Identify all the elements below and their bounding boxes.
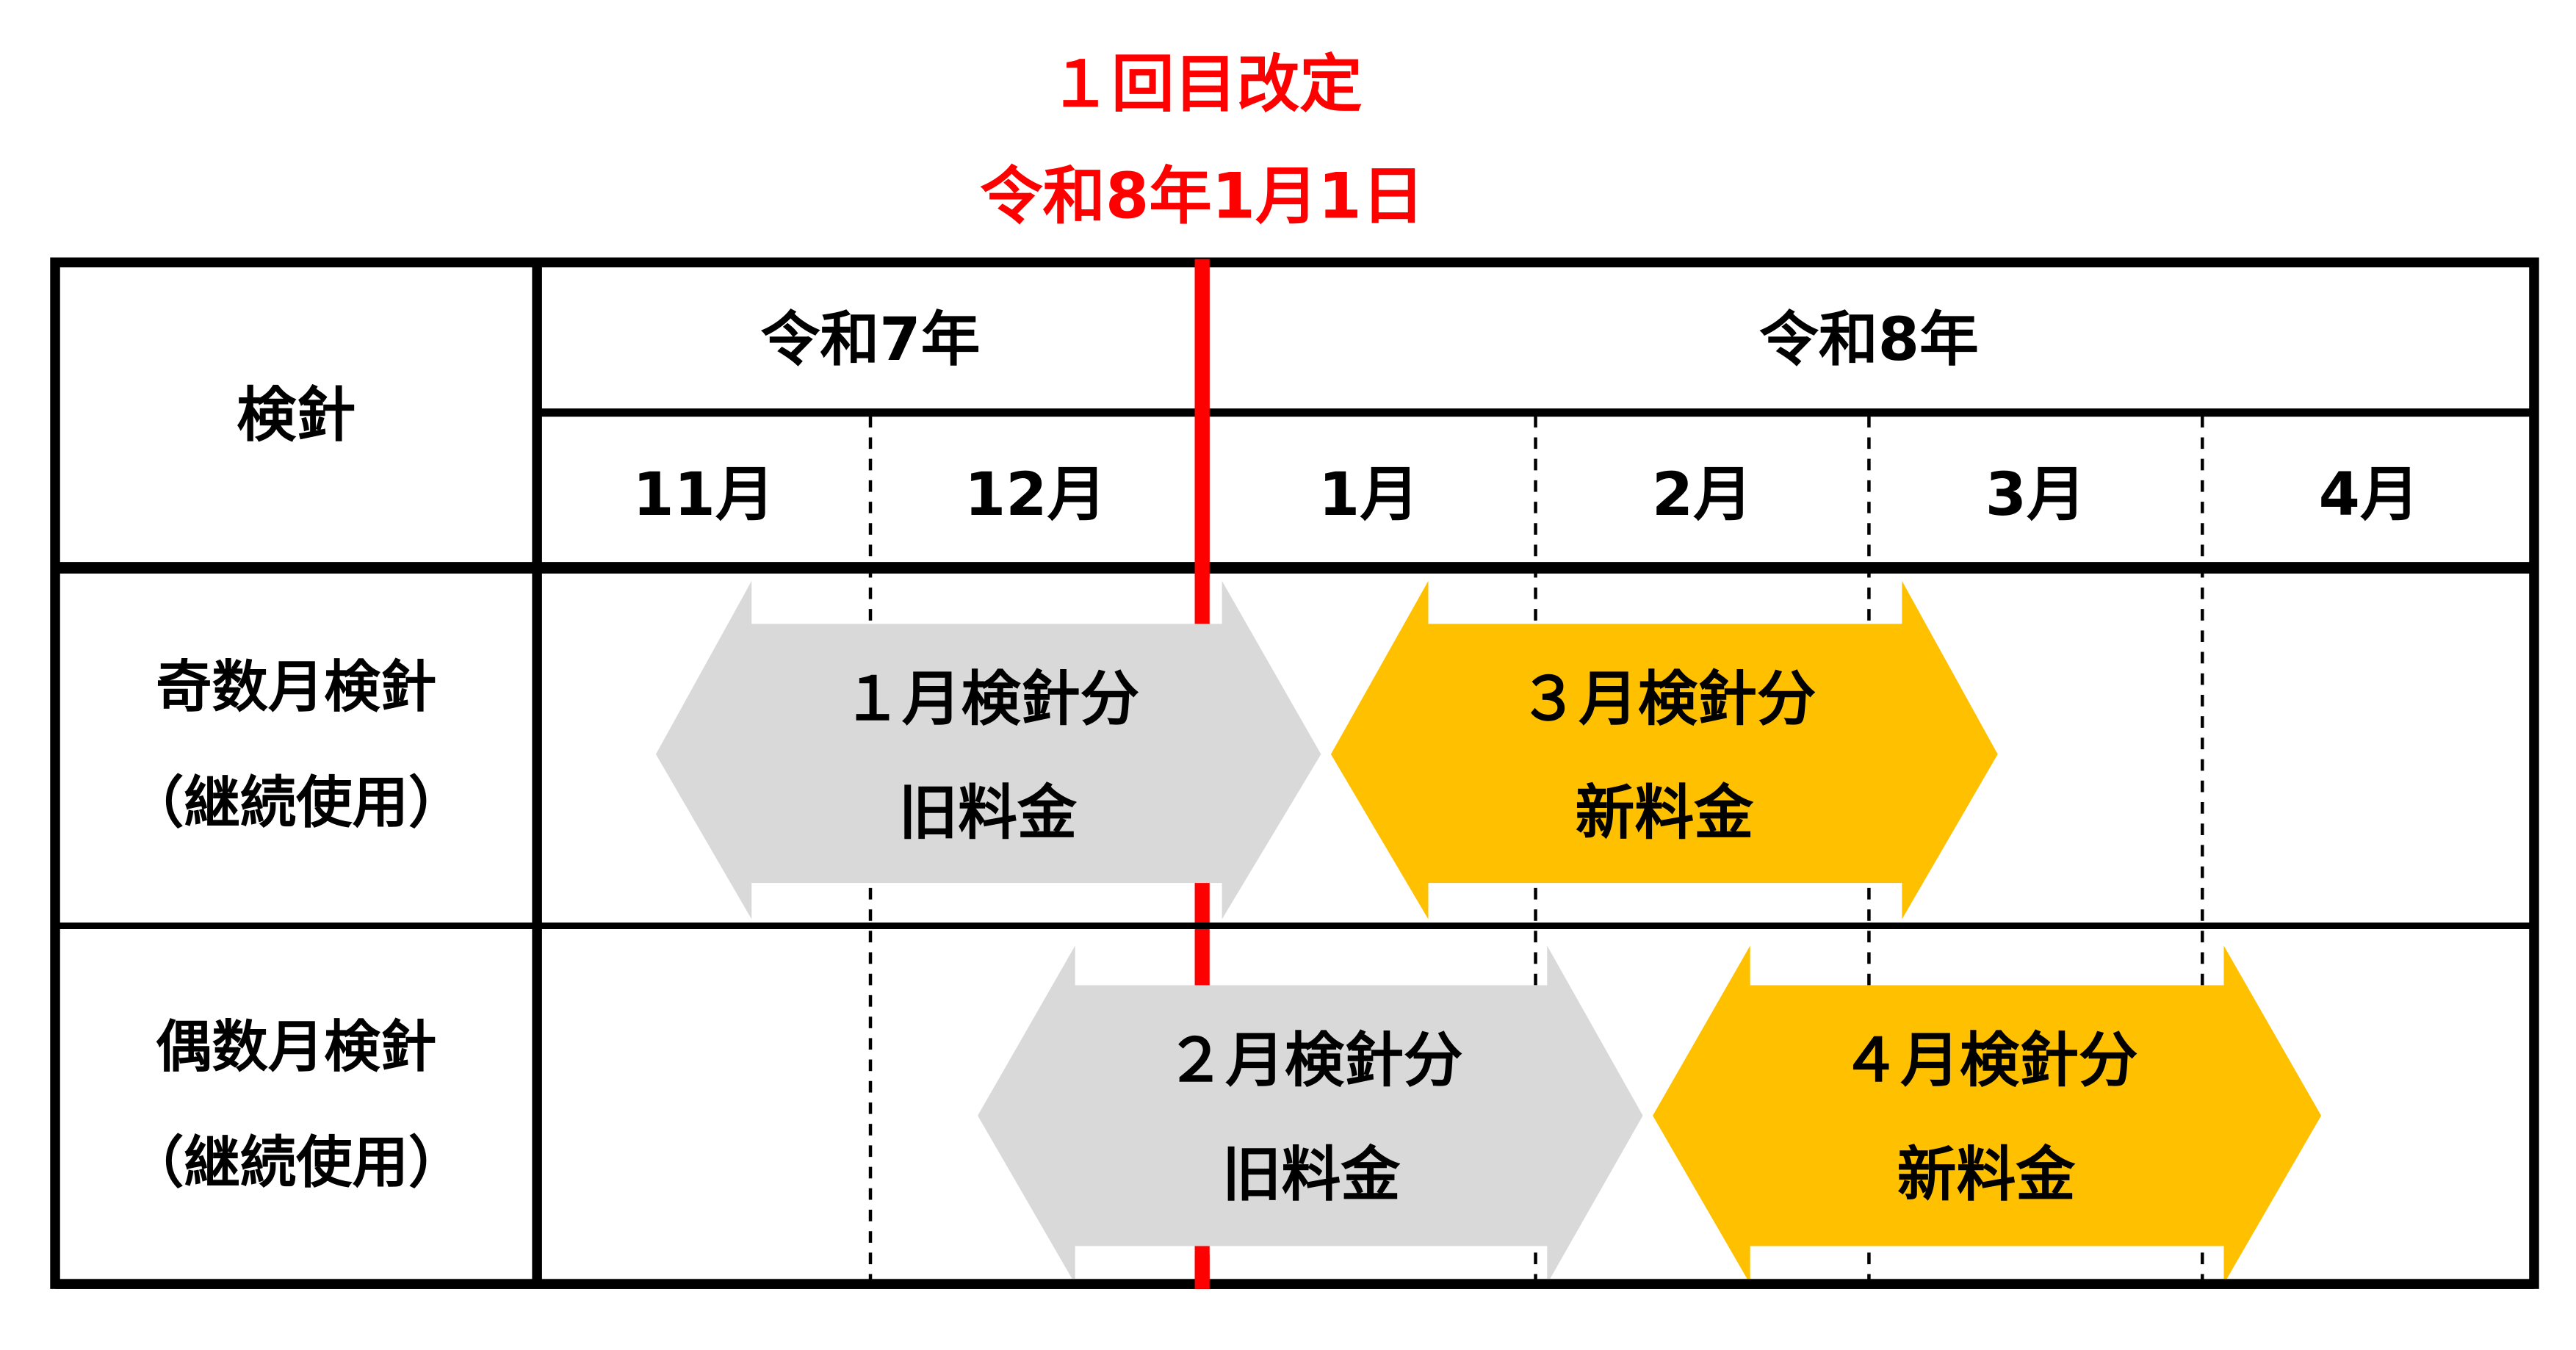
- arrow-label-line2: 旧料金: [898, 779, 1078, 848]
- arrow-apr-reading-new-rate: ４月検針分 新料金: [1653, 945, 2322, 1285]
- row-odd-label-line2: （継続使用）: [128, 770, 464, 836]
- month-dec: 12月: [964, 461, 1106, 530]
- month-feb: 2月: [1652, 461, 1753, 530]
- double-arrow-shape-gray: [655, 580, 1321, 920]
- month-mar: 3月: [1985, 461, 2086, 530]
- row-even-label-line1: 偶数月検針: [156, 1015, 436, 1080]
- double-arrow-shape-yellow: [1330, 580, 1998, 920]
- arrow-mar-reading-new-rate: ３月検針分 新料金: [1330, 580, 1998, 920]
- arrow-feb-reading-old-rate: ２月検針分 旧料金: [978, 945, 1643, 1285]
- year-reiwa8: 令和8年: [1759, 306, 1979, 375]
- month-nov: 11月: [632, 461, 774, 530]
- arrow-label-line2: 旧料金: [1222, 1141, 1401, 1210]
- arrow-label-line1: ２月検針分: [1166, 1027, 1462, 1096]
- arrow-jan-reading-old-rate: １月検針分 旧料金: [655, 580, 1321, 920]
- row-odd-label-line1: 奇数月検針: [156, 655, 436, 721]
- revision-title: １回目改定: [1049, 48, 1363, 121]
- month-apr: 4月: [2319, 461, 2420, 530]
- row-even-label-line2: （継続使用）: [128, 1130, 464, 1196]
- arrow-label-line1: １月検針分: [843, 665, 1139, 734]
- arrow-label-line1: ４月検針分: [1841, 1027, 2137, 1096]
- double-arrow-shape-gray: [978, 945, 1643, 1285]
- table-grid: [50, 257, 2539, 1289]
- arrow-label-line2: 新料金: [1575, 779, 1754, 848]
- revision-date: 令和8年1月1日: [980, 161, 1424, 234]
- arrow-label-line1: ３月検針分: [1519, 665, 1816, 734]
- corner-label: 検針: [237, 381, 356, 450]
- double-arrow-shape-yellow: [1653, 945, 2322, 1285]
- year-reiwa7: 令和7年: [761, 306, 981, 375]
- month-jan: 1月: [1318, 461, 1419, 530]
- arrow-label-line2: 新料金: [1897, 1141, 2077, 1210]
